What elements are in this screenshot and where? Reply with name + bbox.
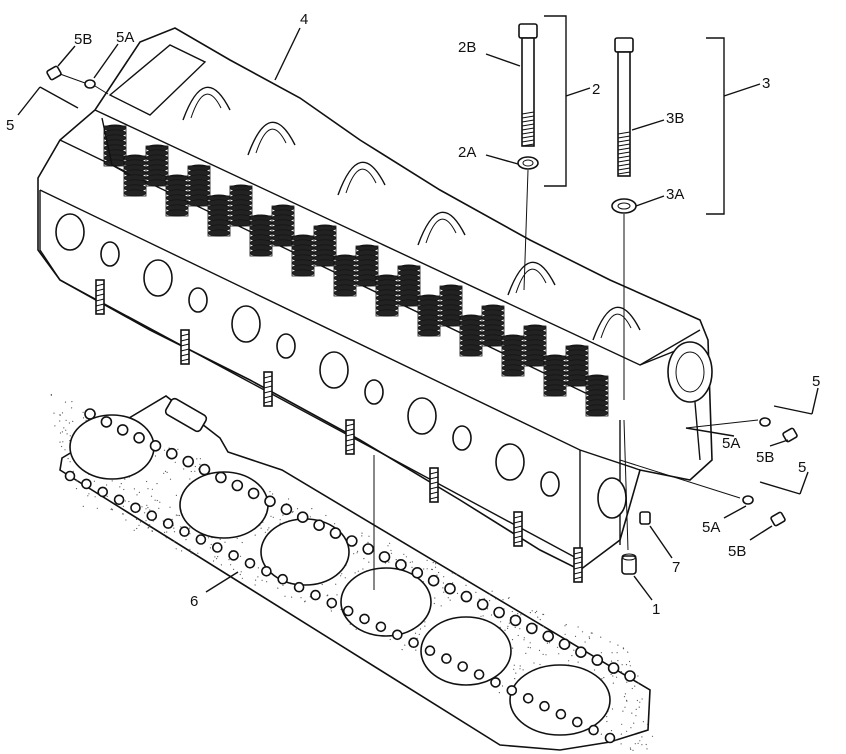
callout-5a-top: 5A xyxy=(116,29,134,46)
callout-3b: 3B xyxy=(666,110,684,127)
plug-5-top xyxy=(46,65,109,95)
callout-1: 1 xyxy=(652,601,660,618)
gasket-holes xyxy=(64,408,636,744)
head-bolt-3 xyxy=(611,37,637,551)
valve-springs xyxy=(103,124,609,417)
callout-2a: 2A xyxy=(458,144,476,161)
leader-lines xyxy=(17,15,819,601)
callout-4: 4 xyxy=(300,11,308,28)
callout-5a-right-lower: 5A xyxy=(702,519,720,536)
bolt-2-threads xyxy=(521,111,535,147)
callout-2: 2 xyxy=(592,81,600,98)
callout-5a-right-upper: 5A xyxy=(722,435,740,452)
dowel-7 xyxy=(639,511,651,525)
callout-2b: 2B xyxy=(458,39,476,56)
callout-6: 6 xyxy=(190,593,198,610)
plug-5-right-lower xyxy=(619,459,786,527)
cylinder-head xyxy=(37,27,713,583)
head-gasket xyxy=(50,393,654,752)
callout-5b-right-upper: 5B xyxy=(756,449,774,466)
callout-5-right-lower: 5 xyxy=(798,459,806,476)
callout-5-right-upper: 5 xyxy=(812,373,820,390)
camshaft-bearing-saddles xyxy=(182,86,641,341)
bolt-3-threads xyxy=(617,131,631,175)
callout-labels: 4 2 2B 2A 3 3B 3A 5 5B 5A 5 5A 5B 5 5A 5… xyxy=(6,11,820,618)
callout-5-top: 5 xyxy=(6,117,14,134)
callout-5b-top: 5B xyxy=(74,31,92,48)
callout-7: 7 xyxy=(672,559,680,576)
callout-3a: 3A xyxy=(666,186,684,203)
sleeve-1 xyxy=(621,553,637,575)
callout-5b-right-lower: 5B xyxy=(728,543,746,560)
head-bolt-2 xyxy=(517,23,539,291)
callout-3: 3 xyxy=(762,75,770,92)
locating-studs xyxy=(95,279,583,583)
head-face-ports xyxy=(55,213,560,497)
plug-5-right-upper xyxy=(685,417,798,443)
